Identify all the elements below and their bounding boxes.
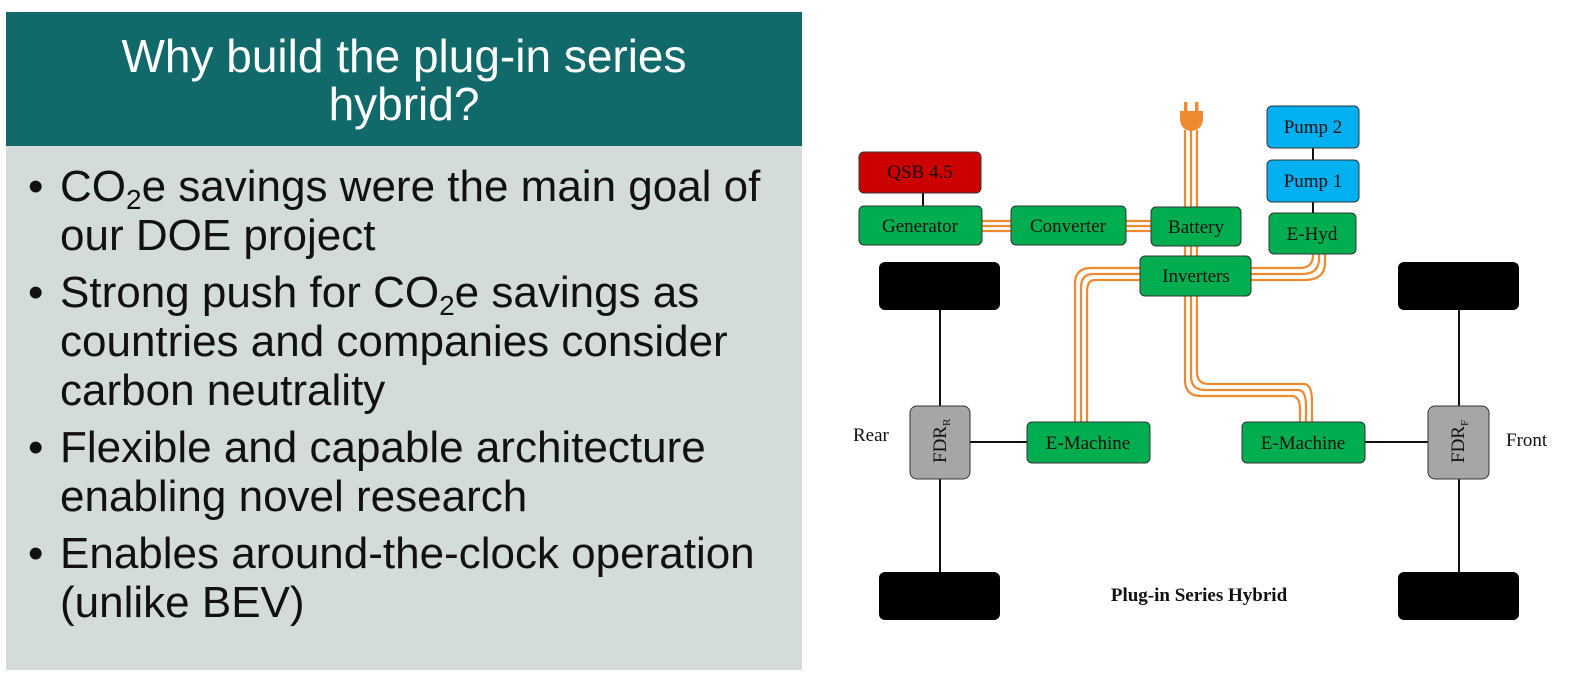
mechanical-links	[922, 148, 1460, 572]
bullet-dot: •	[28, 162, 44, 211]
block-label-generator: Generator	[882, 216, 959, 237]
bullet-dot: •	[28, 268, 44, 317]
fdr-front-label: FDR	[1448, 426, 1469, 463]
bullet-text: Flexible and capable architecture enabli…	[60, 423, 706, 521]
block-pump1: Pump 1	[1266, 159, 1360, 203]
bullet-list: •CO2e savings were the main goal of our …	[6, 162, 796, 635]
fdr-front-subscript: F	[1459, 420, 1471, 426]
svg-text:FDRR: FDRR	[930, 418, 953, 463]
bullet-item: • CO2e savings were the main goal of our …	[6, 162, 796, 260]
rear-label: Rear	[853, 425, 890, 446]
bullet-item: • Enables around-the-clock operation (unl…	[6, 529, 796, 627]
power-cables	[982, 130, 1327, 422]
fdr-rear-label: FDR	[930, 426, 951, 463]
wheel-rear-bottom	[879, 572, 1000, 620]
wheel-front-top	[1398, 262, 1519, 310]
bullet-text-after: e savings were the main goal of our DOE …	[60, 162, 761, 260]
slide-title: Why build the plug-in series hybrid?	[121, 30, 687, 130]
block-label-pump1: Pump 1	[1284, 171, 1343, 192]
plug-icon	[1180, 102, 1203, 131]
block-label-inverters: Inverters	[1162, 266, 1230, 287]
slide-title-bar: Why build the plug-in series hybrid?	[6, 12, 802, 146]
block-label-qsb: QSB 4.5	[887, 162, 952, 183]
block-label-pump2: Pump 2	[1284, 117, 1343, 138]
block-converter: Converter	[1010, 205, 1127, 246]
block-battery: Battery	[1150, 206, 1242, 247]
svg-text:FDRF: FDRF	[1448, 420, 1471, 463]
wheel-front-bottom	[1398, 572, 1519, 620]
bullet-item: • Flexible and capable architecture enabl…	[6, 423, 796, 521]
bullet-panel: •CO2e savings were the main goal of our …	[6, 146, 802, 670]
block-generator: Generator	[858, 205, 983, 246]
fdr-rear-subscript: R	[941, 418, 953, 426]
bullet-subscript: 2	[126, 184, 142, 215]
bullet-text: Enables around-the-clock operation (unli…	[60, 529, 755, 627]
block-qsb: QSB 4.5	[858, 151, 982, 194]
wheel-rear-top	[879, 262, 1000, 310]
block-inverters: Inverters	[1139, 255, 1252, 297]
diagram-caption: Plug-in Series Hybrid	[1111, 585, 1288, 606]
hybrid-architecture-diagram: QSB 4.5 Generator Converter Battery Pump…	[853, 102, 1548, 620]
bullet-item: • Strong push for CO2e savings as countri…	[6, 268, 796, 415]
block-label-converter: Converter	[1030, 216, 1107, 237]
bullet-dot: •	[28, 423, 44, 472]
front-label: Front	[1506, 430, 1548, 451]
bullet-dot: •	[28, 529, 44, 578]
bullet-subscript: 2	[439, 290, 455, 321]
block-label-ehyd: E-Hyd	[1287, 224, 1338, 245]
bullet-text-before: CO	[60, 162, 126, 211]
block-ehyd: E-Hyd	[1268, 212, 1357, 255]
block-label-emachine-rear: E-Machine	[1046, 433, 1130, 454]
block-fdr-front: FDRF	[1427, 405, 1490, 480]
block-emachine-front: E-Machine	[1241, 421, 1366, 464]
block-fdr-rear: FDRR	[909, 405, 971, 480]
block-label-battery: Battery	[1168, 217, 1224, 238]
bullet-text-after: e savings as countries and companies con…	[60, 268, 728, 415]
block-emachine-rear: E-Machine	[1026, 421, 1151, 464]
block-label-emachine-front: E-Machine	[1261, 433, 1345, 454]
bullet-text-before: Strong push for CO	[60, 268, 440, 317]
block-pump2: Pump 2	[1266, 105, 1360, 149]
